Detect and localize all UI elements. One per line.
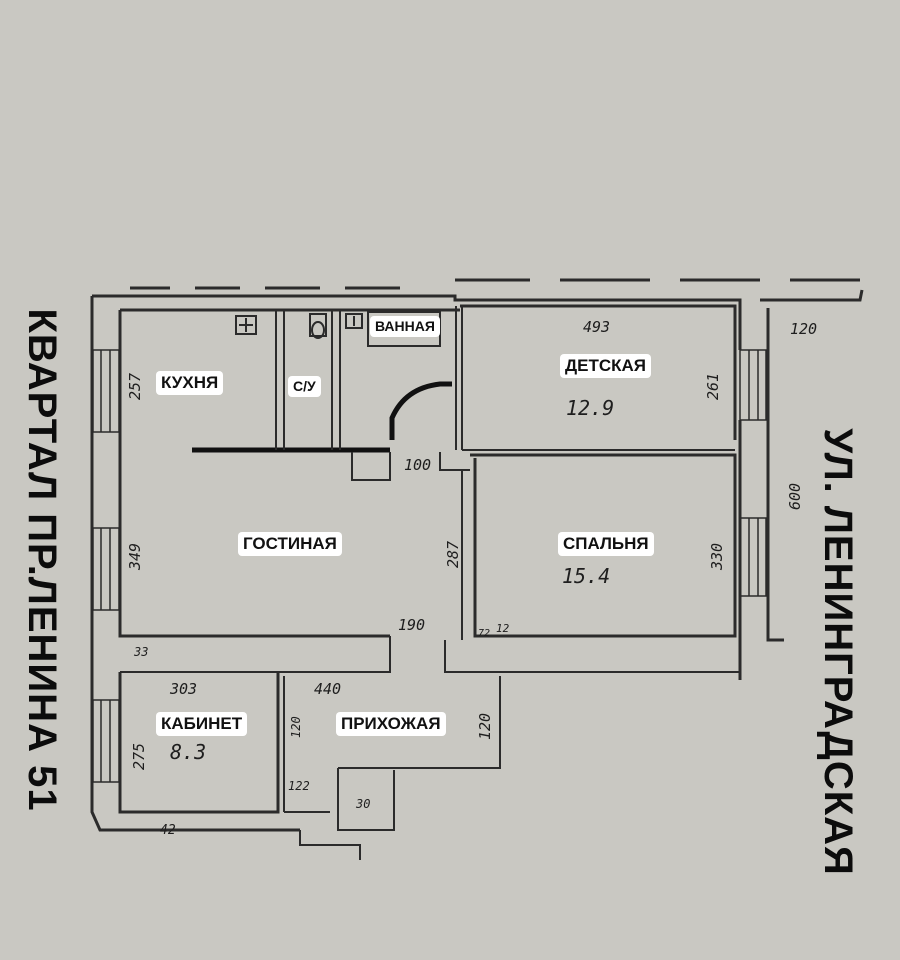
dim-hall-width: 440 bbox=[314, 680, 341, 698]
dim-kids-depth: 261 bbox=[704, 373, 722, 400]
room-label-hallway: ПРИХОЖАЯ bbox=[336, 712, 446, 737]
top-exterior-dashes bbox=[130, 278, 860, 290]
dim-living-depth: 349 bbox=[126, 543, 144, 571]
room-label-bathroom: ВАННАЯ bbox=[370, 316, 440, 337]
dim-hall-right: 120 bbox=[476, 713, 494, 740]
dim-wall-33: 33 bbox=[133, 645, 148, 659]
dimension-labels: 493 120 257 261 100 600 349 287 330 190 … bbox=[126, 318, 817, 838]
dim-corridor: 190 bbox=[398, 616, 425, 634]
room-label-bedroom: СПАЛЬНЯ bbox=[558, 532, 654, 557]
dim-kitchen-depth: 257 bbox=[126, 373, 144, 400]
room-label-living: ГОСТИНАЯ bbox=[238, 532, 342, 557]
dim-study-depth: 275 bbox=[130, 743, 148, 770]
dim-outer-right: 120 bbox=[790, 320, 817, 338]
area-study: 8.3 bbox=[170, 740, 207, 764]
dim-passage: 100 bbox=[404, 456, 431, 474]
dim-closet-a: 122 bbox=[288, 779, 310, 793]
dim-bottom-42: 42 bbox=[160, 823, 176, 838]
windows bbox=[92, 349, 767, 783]
dim-living-partition: 287 bbox=[444, 541, 462, 568]
dim-side-600: 600 bbox=[786, 483, 804, 510]
dim-bedroom-small-b: 12 bbox=[496, 622, 510, 635]
fixtures bbox=[235, 311, 441, 347]
interior-walls bbox=[118, 306, 741, 860]
area-kids: 12.9 bbox=[566, 396, 615, 420]
street-label-right: УЛ. ЛЕНИНГРАДСКАЯ bbox=[816, 428, 860, 876]
dim-closet-b: 30 bbox=[355, 797, 370, 811]
room-label-study: КАБИНЕТ bbox=[156, 712, 248, 737]
room-label-wc: С/У bbox=[288, 376, 321, 397]
dim-bedroom-small-a: 72 bbox=[478, 628, 490, 639]
dim-hall-door: 120 bbox=[289, 716, 303, 738]
outer-walls bbox=[90, 289, 864, 832]
area-bedroom: 15.4 bbox=[562, 564, 611, 588]
dim-study-width: 303 bbox=[169, 680, 197, 698]
dim-bedroom-depth: 330 bbox=[708, 543, 726, 571]
room-label-kitchen: КУХНЯ bbox=[156, 371, 224, 396]
street-label-left: КВАРТАЛ ПР.ЛЕНИНА 51 bbox=[20, 308, 64, 812]
dim-kids-width: 493 bbox=[583, 318, 610, 336]
room-label-kids: ДЕТСКАЯ bbox=[560, 354, 651, 379]
